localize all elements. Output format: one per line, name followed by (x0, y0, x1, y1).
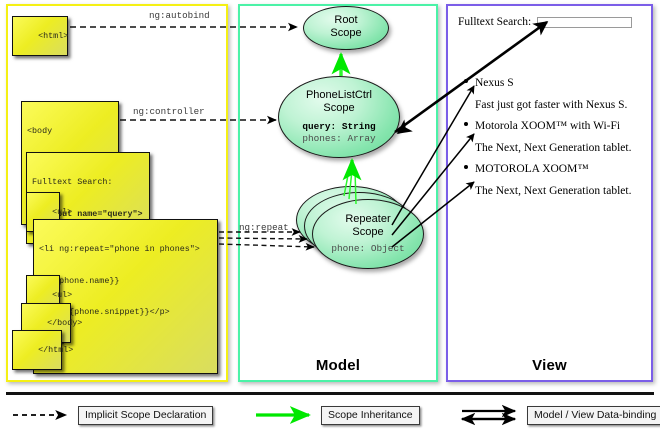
legend-divider (6, 392, 654, 395)
view-item-name: Nexus S (475, 77, 514, 89)
scope-title-line1: Root (334, 14, 358, 26)
scope-root: Root Scope (303, 6, 389, 50)
code-line: {{phone.name}} (39, 275, 120, 286)
code-line: Fulltext Search: (32, 177, 113, 187)
scope-props: query: String phones: Array (279, 121, 399, 144)
code-line: <html> (38, 30, 69, 41)
code-line: <ul> (52, 289, 73, 300)
scope-prop-key: phone: (331, 243, 366, 255)
scope-props: phone: Object (313, 243, 423, 254)
view-item-snippet: Fast just got faster with Nexus S. (475, 99, 628, 111)
code-line: <li ng:repeat="phone in phones"> (39, 244, 200, 254)
edge-label-controller: ng:controller (133, 106, 205, 117)
view-item-name: Motorola XOOM™ with Wi-Fi (475, 120, 621, 132)
view-phone-list: Nexus S Fast just got faster with Nexus … (464, 76, 644, 205)
code-line: </html> (38, 344, 74, 355)
legend-item-scope-inheritance: Scope Inheritance (253, 404, 420, 426)
view-list-item: Nexus S Fast just got faster with Nexus … (464, 76, 644, 113)
scope-phonelistctrl: PhoneListCtrl Scope query: String phones… (278, 76, 400, 158)
code-line: <p>{{phone.snippet}}</p> (39, 307, 170, 317)
edge-label-autobind: ng:autobind (149, 10, 210, 21)
code-box-html-close: </html> (12, 330, 73, 370)
view-item-name: MOTOROLA XOOM™ (475, 163, 589, 175)
legend-label: Implicit Scope Declaration (78, 405, 214, 425)
legend-item-implicit-scope-declaration: Implicit Scope Declaration (10, 404, 214, 426)
scope-title-line2: Scope (330, 26, 362, 39)
view-item-snippet: The Next, Next Generation tablet. (475, 185, 632, 197)
scope-prop-key: phones: (302, 132, 342, 144)
column-label-model: Model (315, 357, 361, 374)
view-item-snippet: The Next, Next Generation tablet. (475, 142, 632, 154)
bullet-icon (464, 165, 468, 169)
code-line: <ul> (52, 206, 73, 217)
scope-title-line1: PhoneListCtrl (305, 89, 373, 101)
dashed-arrow-icon (13, 409, 68, 421)
view-list-item: MOTOROLA XOOM™ The Next, Next Generation… (464, 162, 644, 199)
code-box-html-open: <html> (12, 16, 68, 56)
scope-prop-type: Array (347, 132, 376, 144)
column-label-view: View (532, 357, 567, 374)
scope-title-line1: Repeater (345, 213, 391, 225)
scope-title-line2: Scope (352, 225, 384, 238)
double-arrow-icon (460, 404, 517, 426)
scope-repeater: Repeater Scope phone: Object (312, 199, 424, 269)
edge-label-repeat: ng:repeat (239, 222, 289, 233)
legend-item-model-view-data-binding: Model / View Data-binding (459, 404, 660, 426)
scope-prop-type: Object (370, 243, 405, 255)
scope-title-line2: Scope (323, 101, 355, 114)
code-line: <body (27, 126, 53, 136)
view-search-label: Fulltext Search: (458, 16, 532, 28)
view-search-row: Fulltext Search: (458, 16, 633, 28)
scope-prop-key: query: (302, 121, 337, 133)
bullet-icon (464, 79, 468, 83)
view-list-item: Motorola XOOM™ with Wi-Fi The Next, Next… (464, 119, 644, 156)
bullet-icon (464, 122, 468, 126)
view-pane: Fulltext Search: Nexus S Fast just got f… (446, 4, 653, 382)
legend-label: Scope Inheritance (321, 405, 420, 425)
view-search-input[interactable] (537, 16, 633, 28)
scope-prop-type: String (341, 121, 376, 133)
code-line: </body> (47, 317, 83, 328)
legend-label: Model / View Data-binding (527, 405, 660, 425)
green-arrow-icon (256, 406, 311, 424)
